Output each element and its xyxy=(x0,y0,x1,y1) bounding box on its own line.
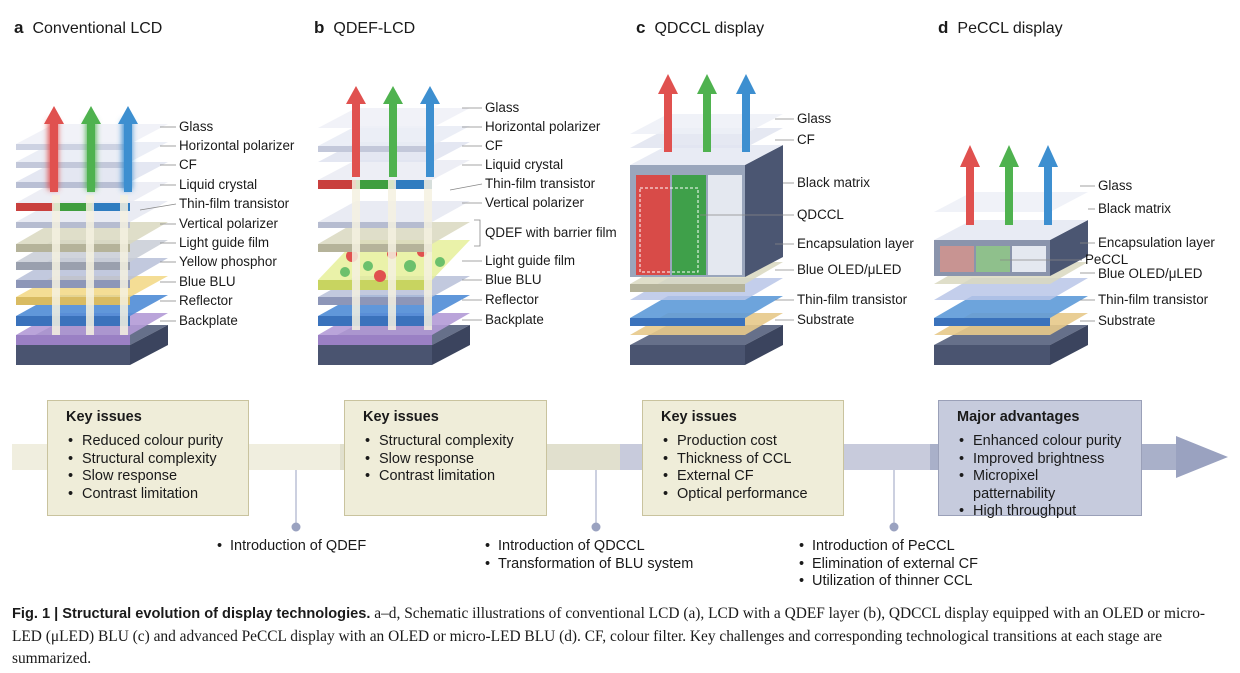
label-black-matrix-c: Black matrix xyxy=(797,175,870,190)
list-item: Optical performance xyxy=(663,486,825,504)
label-backplate-b: Backplate xyxy=(485,312,544,327)
caption-text: a–d, Schematic illustrations of conventi… xyxy=(12,605,1206,668)
label-tft-b: Thin-film transistor xyxy=(485,176,596,191)
list-item: Contrast limitation xyxy=(68,486,230,504)
label-peccl-d: PeCCL xyxy=(1085,252,1129,267)
box-issues-a: Key issues Reduced colour purity Structu… xyxy=(47,400,249,516)
box-issues-c: Key issues Production cost Thickness of … xyxy=(642,400,844,516)
label-yellow-phosphor-a: Yellow phosphor xyxy=(179,254,277,269)
box-heading: Key issues xyxy=(66,409,142,425)
list-item: Enhanced colour purity xyxy=(959,433,1123,451)
list-item: External CF xyxy=(663,468,825,486)
list-item: Slow response xyxy=(68,468,230,486)
figure-caption: Fig. 1 | Structural evolution of display… xyxy=(12,603,1232,671)
label-cf-b: CF xyxy=(485,138,503,153)
label-tft-d: Thin-film transistor xyxy=(1098,292,1209,307)
panel-d-stack xyxy=(934,145,1088,365)
label-light-guide-b: Light guide film xyxy=(485,253,576,268)
label-cf-a: CF xyxy=(179,157,197,172)
label-reflector-a: Reflector xyxy=(179,293,233,308)
label-vertical-polarizer-a: Vertical polarizer xyxy=(179,216,278,231)
panel-c-stack xyxy=(630,74,783,365)
panel-a-stack xyxy=(16,106,168,365)
list-item: Transformation of BLU system xyxy=(485,556,693,574)
list-item: Elimination of external CF xyxy=(799,556,978,574)
label-blue-oled-c: Blue OLED/μLED xyxy=(797,262,902,277)
timeline-markers xyxy=(291,470,899,532)
label-cf-c: CF xyxy=(797,132,815,147)
list-item: Contrast limitation xyxy=(365,468,528,486)
label-qdccl-c: QDCCL xyxy=(797,207,844,222)
label-backplate-a: Backplate xyxy=(179,313,238,328)
list-item: Slow response xyxy=(365,451,528,469)
box-heading: Major advantages xyxy=(957,409,1080,425)
label-glass-c: Glass xyxy=(797,111,832,126)
box-issues-b: Key issues Structural complexity Slow re… xyxy=(344,400,547,516)
label-liquid-crystal-a: Liquid crystal xyxy=(179,177,258,192)
transition-1: Introduction of QDEF xyxy=(216,538,366,556)
label-encapsulation-d: Encapsulation layer xyxy=(1098,235,1215,250)
label-black-matrix-d: Black matrix xyxy=(1098,201,1171,216)
list-item: Production cost xyxy=(663,433,825,451)
box-heading: Key issues xyxy=(661,409,737,425)
label-light-guide-a: Light guide film xyxy=(179,235,270,250)
list-item: Structural complexity xyxy=(68,451,230,469)
label-substrate-d: Substrate xyxy=(1098,313,1156,328)
label-substrate-c: Substrate xyxy=(797,312,855,327)
label-blue-blu-b: Blue BLU xyxy=(485,272,542,287)
label-horizontal-polarizer-a: Horizontal polarizer xyxy=(179,138,295,153)
list-item: Introduction of QDEF xyxy=(217,538,366,556)
label-horizontal-polarizer-b: Horizontal polarizer xyxy=(485,119,601,134)
label-blue-oled-d: Blue OLED/μLED xyxy=(1098,266,1203,281)
label-vertical-polarizer-b: Vertical polarizer xyxy=(485,195,584,210)
list-item: Micropixel patternability xyxy=(959,468,1123,503)
label-glass-d: Glass xyxy=(1098,178,1133,193)
list-item: Introduction of PeCCL xyxy=(799,538,978,556)
list-item: Improved brightness xyxy=(959,451,1123,469)
label-liquid-crystal-b: Liquid crystal xyxy=(485,157,564,172)
panel-b-stack xyxy=(318,86,470,365)
list-item: Utilization of thinner CCL xyxy=(799,573,978,591)
label-glass-b: Glass xyxy=(485,100,520,115)
box-advantages-d: Major advantages Enhanced colour purity … xyxy=(938,400,1142,521)
transition-2: Introduction of QDCCL Transformation of … xyxy=(484,538,693,573)
label-glass-a: Glass xyxy=(179,119,214,134)
caption-title: Fig. 1 | Structural evolution of display… xyxy=(12,606,371,622)
list-item: Structural complexity xyxy=(365,433,528,451)
transition-3: Introduction of PeCCL Elimination of ext… xyxy=(798,538,978,591)
label-tft-c: Thin-film transistor xyxy=(797,292,908,307)
label-tft-a: Thin-film transistor xyxy=(179,196,290,211)
list-item: Introduction of QDCCL xyxy=(485,538,693,556)
list-item: High throughput xyxy=(959,503,1123,521)
box-heading: Key issues xyxy=(363,409,439,425)
list-item: Thickness of CCL xyxy=(663,451,825,469)
label-encapsulation-c: Encapsulation layer xyxy=(797,236,914,251)
label-qdef-b: QDEF with barrier film xyxy=(485,225,617,240)
list-item: Reduced colour purity xyxy=(68,433,230,451)
label-reflector-b: Reflector xyxy=(485,292,539,307)
label-blue-blu-a: Blue BLU xyxy=(179,274,236,289)
